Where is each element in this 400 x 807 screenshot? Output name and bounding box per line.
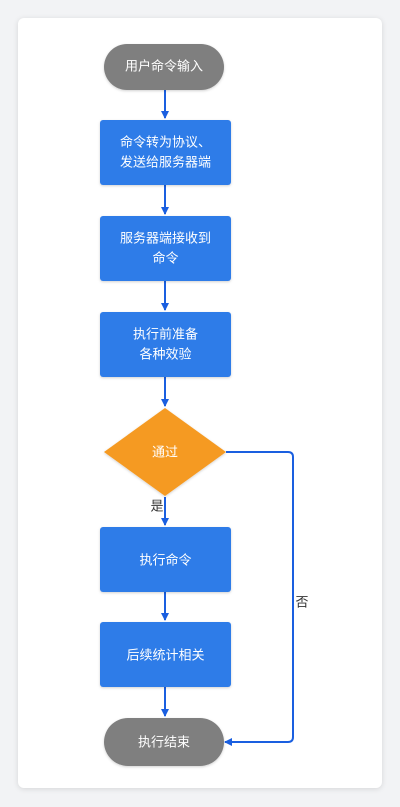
process-node-execute: 执行命令	[100, 527, 231, 592]
no-label: 否	[295, 596, 308, 611]
process-node-prepare: 执行前准备 各种效验	[100, 312, 231, 377]
end-node-label: 执行结束	[138, 736, 190, 751]
process-node-prepare-line1: 执行前准备	[133, 327, 198, 343]
arrow-decision-no-to-end	[224, 451, 294, 746]
process-node-statistics-label: 后续统计相关	[126, 649, 204, 664]
process-node-receive-line1: 服务器端接收到	[120, 231, 211, 247]
process-node-protocol-line2: 发送给服务器端	[120, 155, 211, 171]
process-node-prepare-line2: 各种效验	[139, 347, 191, 363]
process-node-execute-label: 执行命令	[139, 553, 191, 569]
decision-node: 通过	[104, 408, 226, 496]
start-node-label: 用户命令输入	[125, 59, 203, 75]
end-node: 执行结束	[104, 718, 224, 766]
process-node-statistics: 后续统计相关	[100, 622, 231, 687]
process-node-receive: 服务器端接收到 命令	[100, 216, 231, 281]
decision-node-label: 通过	[152, 446, 178, 461]
process-node-protocol-line1: 命令转为协议、	[120, 135, 211, 151]
start-node: 用户命令输入	[104, 44, 224, 90]
process-node-receive-line2: 命令	[152, 251, 178, 267]
process-node-protocol: 命令转为协议、 发送给服务器端	[100, 120, 231, 185]
yes-label: 是	[150, 500, 163, 515]
connectors	[161, 90, 294, 746]
